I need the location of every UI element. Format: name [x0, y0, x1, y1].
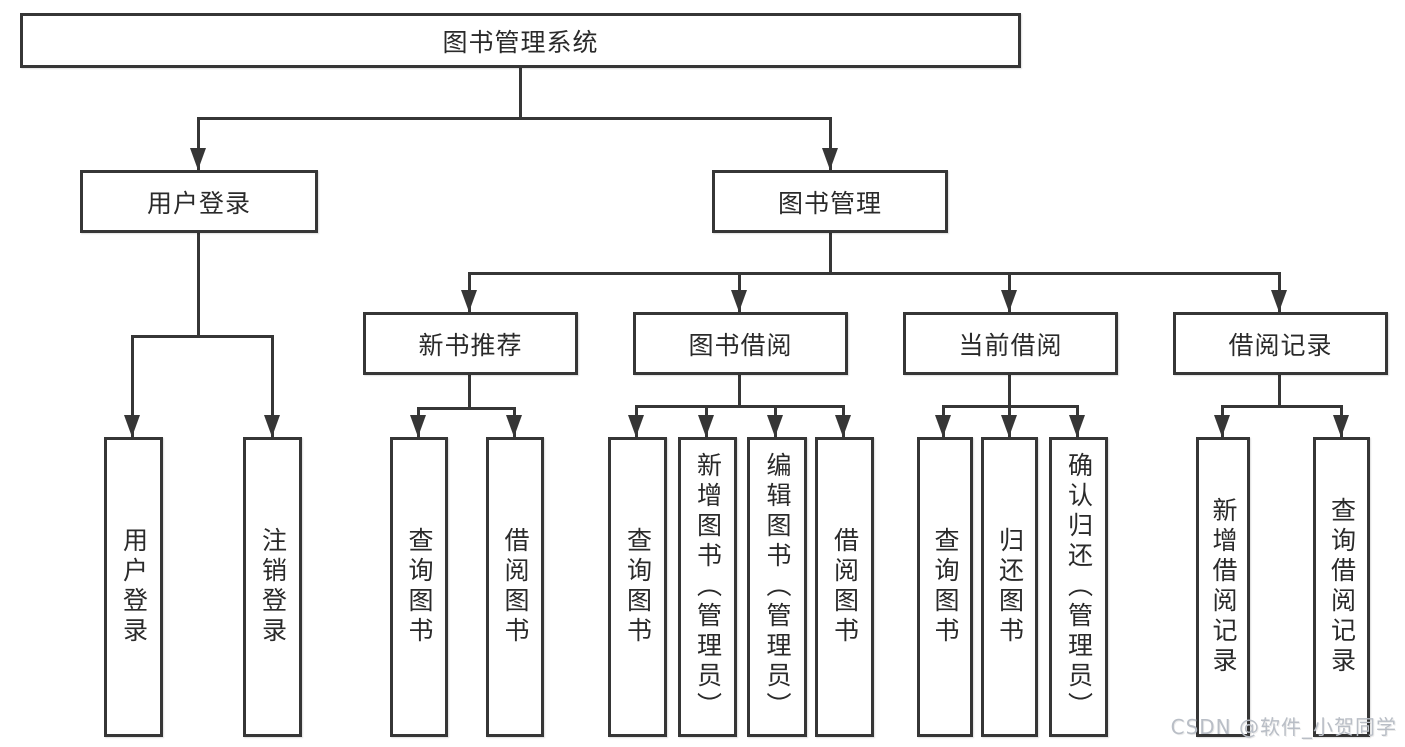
- node-query-books-current: 查询图书: [917, 437, 973, 737]
- node-label: 图书管理: [777, 188, 882, 218]
- arrow-down-icon: [461, 290, 477, 312]
- node-current-borrow: 当前借阅: [903, 312, 1118, 375]
- node-user-login: 用户登录: [80, 170, 318, 233]
- node-label: 新增图书（管理员）: [693, 452, 723, 722]
- node-user-login-action: 用户登录: [104, 437, 163, 737]
- connector-line: [130, 335, 134, 437]
- arrow-down-icon: [731, 290, 747, 312]
- node-add-books-admin: 新增图书（管理员）: [678, 437, 737, 737]
- arrow-down-icon: [698, 415, 714, 437]
- node-label: 图书管理系统: [442, 27, 599, 57]
- connector-line: [196, 117, 832, 120]
- node-label: 编辑图书（管理员）: [763, 452, 792, 722]
- node-label: 查询借阅记录: [1327, 497, 1357, 677]
- connector-line: [828, 117, 832, 170]
- arrow-down-icon: [767, 415, 783, 437]
- node-label: 新书推荐: [418, 330, 523, 360]
- node-label: 查询图书: [405, 527, 434, 647]
- node-logout: 注销登录: [243, 437, 302, 737]
- node-return-books: 归还图书: [981, 437, 1038, 737]
- connector-line: [467, 375, 471, 409]
- node-label: 借阅图书: [501, 527, 530, 647]
- connector-line: [828, 233, 832, 274]
- node-add-borrow-record: 新增借阅记录: [1196, 437, 1250, 737]
- arrow-down-icon: [506, 415, 522, 437]
- node-edit-books-admin: 编辑图书（管理员）: [747, 437, 807, 737]
- connector-line: [737, 375, 741, 407]
- node-new-book-recommend: 新书推荐: [363, 312, 578, 375]
- arrow-down-icon: [628, 415, 644, 437]
- node-label: 查询图书: [623, 527, 653, 647]
- arrow-down-icon: [1069, 415, 1085, 437]
- node-query-books-recommend: 查询图书: [390, 437, 448, 737]
- arrow-down-icon: [264, 415, 280, 437]
- node-label: 确认归还（管理员）: [1064, 452, 1094, 722]
- connector-line: [634, 405, 845, 408]
- node-label: 当前借阅: [958, 330, 1063, 360]
- node-label: 归还图书: [995, 527, 1025, 647]
- connector-line: [467, 272, 1281, 275]
- arrow-down-icon: [410, 415, 426, 437]
- connector-line: [196, 233, 200, 336]
- node-label: 新增借阅记录: [1209, 497, 1238, 677]
- node-borrow-books: 借阅图书: [815, 437, 874, 737]
- connector-line: [130, 335, 274, 338]
- node-borrow-records: 借阅记录: [1173, 312, 1388, 375]
- arrow-down-icon: [1001, 415, 1017, 437]
- node-book-management: 图书管理: [712, 170, 948, 233]
- node-borrow-books-recommend: 借阅图书: [486, 437, 544, 737]
- node-label: 图书借阅: [688, 330, 793, 360]
- arrow-down-icon: [190, 148, 206, 170]
- connector-line: [416, 407, 516, 410]
- node-query-borrow-record: 查询借阅记录: [1313, 437, 1370, 737]
- arrow-down-icon: [1001, 290, 1017, 312]
- csdn-watermark: CSDN @软件_小贺同学: [1170, 715, 1397, 739]
- arrow-down-icon: [124, 415, 140, 437]
- arrow-down-icon: [1333, 415, 1349, 437]
- arrow-down-icon: [1214, 415, 1230, 437]
- node-label: 查询图书: [931, 527, 960, 647]
- connector-line: [1277, 375, 1281, 407]
- node-book-borrow: 图书借阅: [633, 312, 848, 375]
- node-label: 借阅图书: [830, 527, 860, 647]
- connector-line: [1220, 405, 1343, 408]
- connector-line: [1007, 375, 1011, 407]
- node-label: 注销登录: [258, 527, 288, 647]
- node-label: 借阅记录: [1228, 330, 1333, 360]
- arrow-down-icon: [1271, 290, 1287, 312]
- node-query-books-borrow: 查询图书: [608, 437, 667, 737]
- connector-line: [518, 68, 522, 118]
- connector-line: [270, 335, 274, 437]
- node-confirm-return-admin: 确认归还（管理员）: [1049, 437, 1108, 737]
- node-library-system: 图书管理系统: [20, 13, 1021, 68]
- arrow-down-icon: [835, 415, 851, 437]
- node-label: 用户登录: [146, 188, 251, 218]
- arrow-down-icon: [822, 148, 838, 170]
- arrow-down-icon: [935, 415, 951, 437]
- node-label: 用户登录: [119, 527, 149, 647]
- connector-line: [196, 117, 200, 170]
